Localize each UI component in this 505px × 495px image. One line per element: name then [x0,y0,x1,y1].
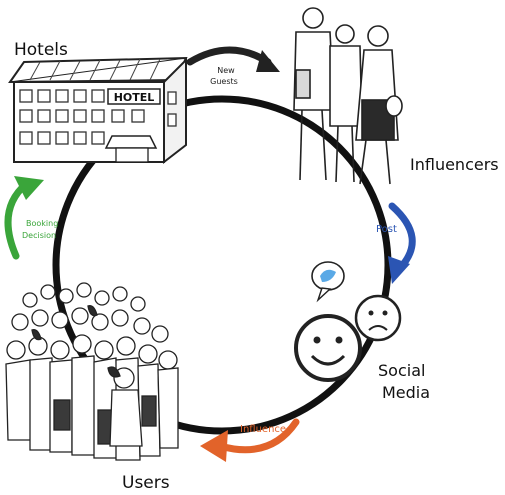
influence-label: Influence [240,424,286,435]
booking-decision-line1: Booking [26,219,58,228]
cycle-ring [52,95,392,435]
happy-face-icon [294,314,362,382]
users-label: Users [122,473,170,493]
booking-decision-arrow [4,176,44,260]
hotels-label: Hotels [14,40,68,60]
social-media-label-line1: Social [378,361,425,380]
influence-arrow [200,418,300,462]
post-label: Post [376,224,397,235]
hotel-sign: HOTEL [114,91,155,104]
hotel-building-icon: HOTEL [8,56,188,165]
booking-decision-line2: Decision [22,231,56,240]
new-guests-line1: New [217,66,235,75]
new-guests-arrow [186,46,280,72]
new-guests-line2: Guests [210,77,238,86]
influencers-label: Influencers [410,155,499,174]
sad-face-icon [354,294,402,342]
users-crowd-icon [5,282,179,461]
twitter-bird-icon [311,261,345,303]
social-media-label-line2: Media [382,383,430,402]
influencers-group-icon [293,7,403,185]
post-arrow [388,202,416,284]
